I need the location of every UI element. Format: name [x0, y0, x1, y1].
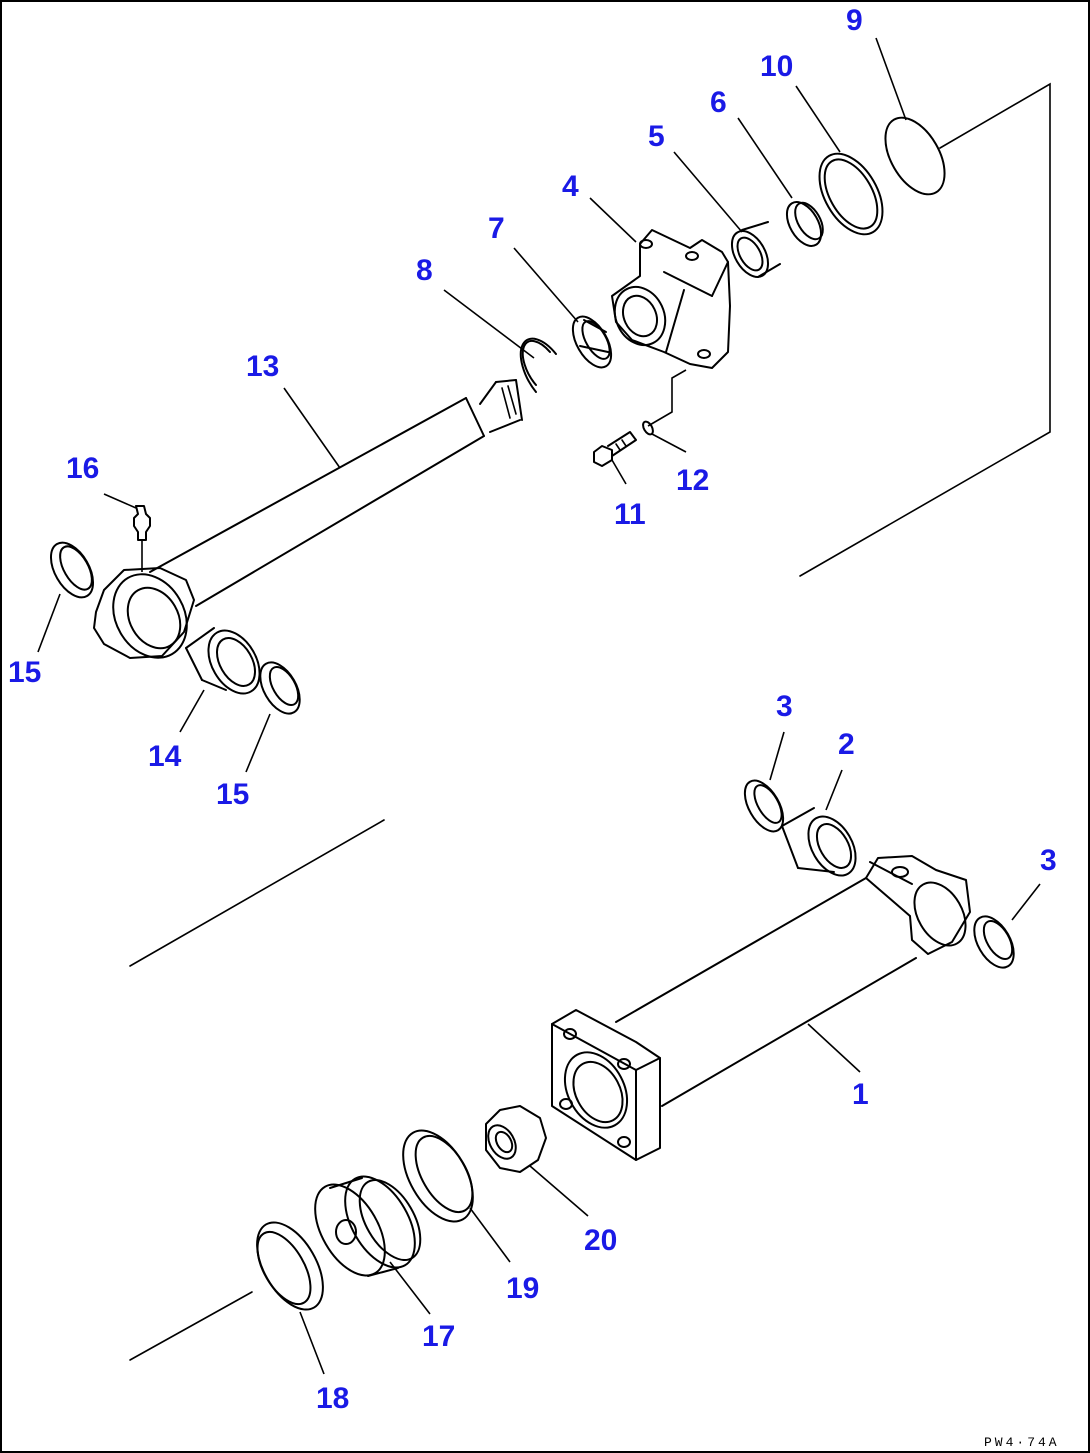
- part-1-cylinder-tube: [551, 855, 971, 1161]
- part-10-ring: [818, 152, 884, 236]
- callout-3-upper: 3: [776, 690, 793, 723]
- part-19-wear-ring: [402, 1129, 474, 1223]
- callout-17: 17: [422, 1320, 455, 1353]
- callout-2: 2: [838, 728, 855, 761]
- part-8-snap-ring: [519, 337, 557, 393]
- part-5-bushing: [730, 221, 781, 278]
- callout-16: 16: [66, 452, 99, 485]
- callout-14: 14: [148, 740, 182, 773]
- part-15-seal-upper: [49, 541, 95, 599]
- callout-4: 4: [562, 170, 579, 203]
- callout-18: 18: [316, 1382, 349, 1415]
- callout-3-lower: 3: [1040, 844, 1057, 877]
- callout-8: 8: [416, 254, 433, 287]
- part-9-ring: [884, 116, 946, 196]
- callout-12: 12: [676, 464, 709, 497]
- part-6-seal: [785, 201, 824, 247]
- callout-19: 19: [506, 1272, 539, 1305]
- part-14-bushing: [185, 627, 261, 695]
- part-18-ring: [256, 1221, 324, 1311]
- callout-15-upper: 15: [8, 656, 41, 689]
- callout-20: 20: [584, 1224, 617, 1257]
- callout-15-lower: 15: [216, 778, 249, 811]
- part-13-piston-rod: [93, 379, 523, 659]
- part-3-seal-lower: [973, 915, 1015, 969]
- part-16-grease-fitting: [133, 505, 151, 541]
- callout-11: 11: [614, 498, 646, 531]
- callout-7: 7: [488, 212, 505, 245]
- callout-13: 13: [246, 350, 279, 383]
- part-3-seal-upper: [743, 779, 785, 833]
- callout-5: 5: [648, 120, 665, 153]
- part-7-seal: [571, 315, 613, 369]
- drawing-code: PW4·74A: [984, 1435, 1060, 1450]
- callout-1: 1: [852, 1078, 869, 1111]
- callout-10: 10: [760, 50, 793, 83]
- callout-labels: 9 10 6 5 4 7 8 13 16 12 11 15 14 15 3 2 …: [8, 4, 1057, 1415]
- axis-lines: [129, 82, 1051, 1361]
- callout-9: 9: [846, 4, 863, 37]
- part-2-bushing: [781, 807, 857, 877]
- callout-6: 6: [710, 86, 727, 119]
- leader-lines: [37, 37, 1041, 1375]
- part-4-cylinder-head: [611, 229, 731, 427]
- part-17-piston: [314, 1175, 422, 1277]
- part-12-washer: [642, 420, 654, 436]
- part-20-nut: [485, 1105, 547, 1173]
- part-15-seal-lower: [259, 661, 301, 715]
- part-11-bolt: [593, 431, 637, 467]
